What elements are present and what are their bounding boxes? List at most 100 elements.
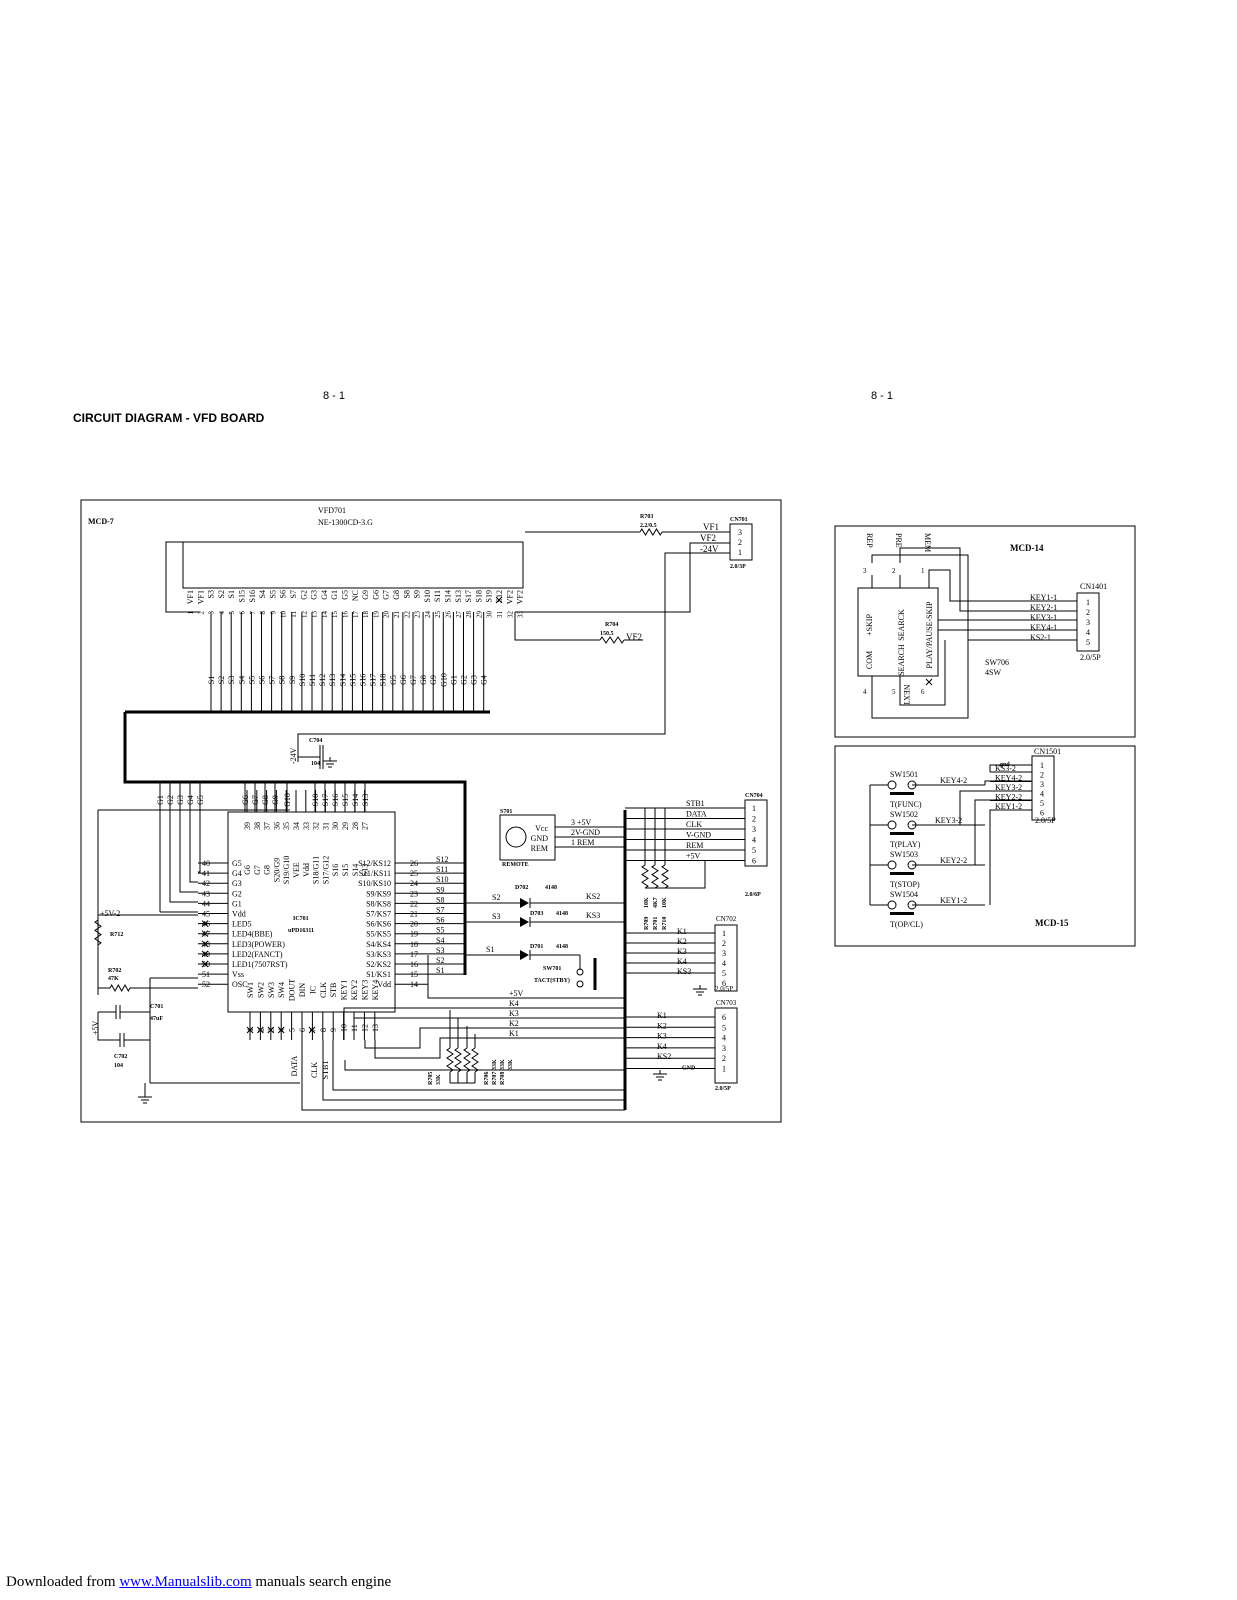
cn703-pin: 6	[722, 1013, 726, 1022]
sw706-label: COM	[865, 651, 874, 669]
sw701-contact	[576, 980, 584, 988]
ic-right-pin-number: 14	[410, 980, 418, 989]
vfd-signal-label: S14	[338, 674, 347, 686]
cn703-spec: 2.0/5P	[715, 1086, 731, 1092]
ic-right-net: S11	[436, 865, 448, 874]
vfd-signal-label: S11	[308, 674, 317, 686]
ic-top-pin-name: G6	[243, 865, 252, 875]
ic-left-pin-name: G3	[232, 879, 242, 888]
vfd-pin-number: 12	[300, 611, 308, 619]
ic-top-pin-name: S19/G10	[282, 856, 291, 884]
ic-right-pin-number: 20	[410, 920, 418, 929]
ic-right-net: S5	[436, 926, 444, 935]
ic-right-pin-number: 18	[410, 940, 418, 949]
cn1501-pin: 2	[1040, 771, 1044, 780]
ic-bottom-pin-number: 6	[298, 1028, 307, 1032]
footer-suffix: manuals search engine	[255, 1574, 392, 1590]
switch-actuator	[890, 792, 914, 795]
ic-bus-label: G8	[261, 795, 270, 805]
ic-left-pin-number: 48	[202, 940, 210, 949]
cn701-body	[729, 523, 753, 561]
vfd-signal-label: G1	[449, 675, 458, 685]
vfd-pin-name: S5	[268, 590, 277, 598]
ic-bus-label: G10	[283, 793, 292, 807]
switch-contact	[887, 820, 897, 830]
mcd15-switch-ref: SW1501	[890, 770, 918, 779]
mcd14-bottom-pin-num: 4	[863, 688, 867, 696]
vfd-pin-name: VF1	[186, 590, 195, 604]
mcd15-switch-ref: SW1503	[890, 850, 918, 859]
ic-right-net: S2	[436, 956, 444, 965]
clk-wire	[322, 1040, 625, 1101]
vfd-pin-name: S13	[454, 590, 463, 602]
cn701-pin: 1	[738, 548, 742, 557]
cn1401-pin: 4	[1086, 628, 1090, 637]
sw706-label: PLAY/PAUSE-SKIP	[925, 601, 934, 669]
no-connect	[246, 1026, 254, 1034]
sw706-label: +SKIP	[865, 614, 874, 636]
c702-value: 104	[114, 1063, 123, 1069]
vfd-pin-name: S15	[238, 590, 247, 602]
cn704-ref: CN704	[745, 793, 763, 799]
c701-value: 47uF	[150, 1016, 163, 1022]
vfd-pin-number: 26	[445, 611, 453, 619]
ic-left-pin-name: LED3(POWER)	[232, 940, 285, 949]
vfd-pin-number: 4	[218, 611, 226, 615]
ic-left-pin-name: G5	[232, 859, 242, 868]
vfd-pin-number: 21	[393, 611, 401, 619]
mcd15-switch-ref: SW1502	[890, 810, 918, 819]
ic-bus-label: G3	[176, 795, 185, 805]
ic-right-pin-name: S12/KS12	[358, 859, 391, 868]
neg24v-wire	[297, 552, 730, 762]
vfd-pin-number: 16	[342, 611, 350, 619]
keybus-label: K3	[509, 1009, 519, 1018]
vfd-pin-number: 10	[280, 611, 288, 619]
vfd-pin-number: 24	[424, 611, 432, 619]
r712-ref: R712	[110, 932, 123, 938]
vfd-pin-name: S12	[495, 590, 504, 602]
no-connect	[257, 1026, 264, 1034]
ic-left-pin-number: 52	[202, 980, 210, 989]
vfd-body	[182, 541, 524, 589]
ic701-body	[227, 811, 396, 1013]
r707-ref: R707	[492, 1072, 498, 1085]
vfd-pin-name: S19	[485, 590, 494, 602]
r704-value: 150.5	[600, 631, 614, 637]
vfd-pin-name: NC	[351, 590, 360, 601]
ic-left-pin-number: 49	[202, 950, 210, 959]
ic-right-pin-name: S7/KS7	[366, 910, 391, 919]
cn701-net-vf2: VF2	[700, 533, 716, 543]
net-data: DATA	[290, 1055, 299, 1076]
ic-right-net: S9	[436, 885, 444, 894]
cn1401-net: KEY2-1	[1030, 603, 1057, 612]
diode-in-net: S3	[492, 912, 500, 921]
cn1501-net: KEY2-2	[995, 793, 1022, 802]
cn702-net: K3	[677, 947, 687, 956]
cn1501-pin: 3	[1040, 780, 1044, 789]
ic-right-pin-number: 15	[410, 970, 418, 979]
cn704-pin: 4	[752, 836, 756, 845]
ic-top-pin-number: 36	[272, 822, 281, 830]
cn703-pin: 2	[722, 1054, 726, 1063]
vfd-pin-number: 17	[352, 611, 360, 619]
ic-right-pin-number: 17	[410, 950, 418, 959]
ic-bus-label: S15	[341, 794, 350, 806]
ic-top-pin-number: 28	[351, 822, 360, 830]
vfd-pin-name: S6	[279, 590, 288, 598]
footer-link[interactable]: www.Manualslib.com	[119, 1574, 252, 1590]
board-name-mcd14: MCD-14	[1010, 543, 1044, 553]
ic-left-pin-number: 42	[202, 879, 210, 888]
vfd-pin-number: 29	[475, 611, 483, 619]
c702-ref: C702	[114, 1054, 127, 1060]
ic-right-pin-name: S3/KS3	[366, 950, 391, 959]
ic-top-pin-name: S15	[341, 864, 350, 876]
next-return	[899, 640, 946, 706]
no-connect	[308, 1026, 316, 1034]
switch-contact	[887, 860, 897, 870]
ic-top-pin-name: S18/G11	[312, 856, 321, 884]
ic-bus-label: G4	[186, 795, 195, 805]
cn703-net: GND	[682, 1066, 696, 1072]
board-frames	[80, 499, 1136, 1123]
ic-right-pin-number: 21	[410, 910, 418, 919]
r708-value: 33K	[508, 1059, 514, 1070]
